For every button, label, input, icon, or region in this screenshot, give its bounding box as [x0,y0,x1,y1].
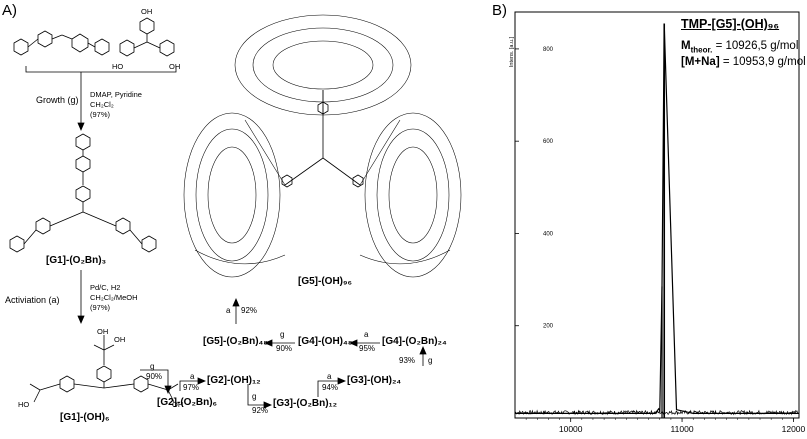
g5-dendrimer-structure [183,14,462,278]
y-tick-label: 200 [543,324,554,330]
cmpd-g3-o2bn12: [G3]-(O₂Bn)₁₂ [273,398,338,409]
oh-label-g1-right: OH [172,400,184,409]
arrow8-letter: a [226,306,231,315]
activation-step-label: Activiation (a) [5,295,60,305]
g1-o2bn3-structure [9,133,157,253]
arrow2-yield: 97% [183,383,200,392]
activation-reagent-2: CH₂Cl₂/MeOH [90,293,138,302]
arrow3-yield: 92% [252,406,269,415]
m-theor-sub: theor. [690,45,713,55]
arrow1-yield: 90% [146,372,163,381]
m-theor-line: Mtheor. = 10926,5 g/mol [681,40,798,54]
arrow5-letter: g [428,356,433,365]
cmpd-g1-o2bn3: [G1]-(O₂Bn)₃ [46,255,107,266]
oh-label-g1-top: OH [97,327,109,336]
oh-label-top: OH [141,7,153,16]
arrow8-yield: 92% [241,306,258,315]
activation-reagent-3: (97%) [90,303,111,312]
cmpd-g1-oh6: [G1]-(OH)₆ [60,412,110,423]
y-tick-label: 400 [543,231,554,237]
g1-oh6-structure [29,335,179,403]
synthesis-scheme [9,14,462,409]
arrow1-letter: g [150,362,155,371]
arrow7-yield: 90% [276,344,293,353]
m-na-label: [M+Na] [681,56,720,68]
growth-step-label: Growth (g) [36,95,79,105]
spectrum-line [515,23,799,414]
cmpd-g2-o2bn6: [G2]-(O₂Bn)₆ [157,397,218,408]
growth-reagent-2: CH₂Cl₂ [90,100,114,109]
x-tick-label: 11000 [671,424,694,434]
m-na-line: [M+Na] = 10953,9 g/mol [681,56,806,68]
cmpd-g4-oh48: [G4]-(OH)₄₈ [298,336,353,347]
growth-reagent-3: (97%) [90,110,111,119]
arrow6-letter: a [364,330,369,339]
spectrum-title: TMP-[G5]-(OH)₉₆ [681,17,780,31]
y-axis-label: Intens. [a.u.] [509,36,515,67]
x-tick-label: 10000 [559,424,583,434]
mass-spectrum-chart: 200 400 600 800 10000 11000 12000 Intens. [a.u.… [509,11,806,434]
m-na-value: = 10953,9 g/mol [722,56,806,68]
arrow2-letter: a [190,372,195,381]
activation-reagent-1: Pd/C, H2 [90,283,121,292]
growth-reagent-1: DMAP, Pyridine [90,90,142,99]
panel-a-label: A) [2,2,17,19]
plot-frame [514,11,800,419]
ho-label-left: HO [112,62,124,71]
arrow6-yield: 95% [359,344,376,353]
trisphenol-core [119,17,175,57]
cmpd-g4-o2bn24: [G4]-(O₂Bn)₂₄ [382,336,447,347]
oh-label-right: OH [169,62,181,71]
arrow5-yield: 93% [399,356,416,365]
oh-label-g1-top-r: OH [114,335,126,344]
m-theor-label: M [681,40,691,52]
y-tick-label: 800 [543,47,554,53]
cmpd-g5-oh96: [G5]-(OH)₉₆ [298,276,353,287]
cmpd-g2-oh12: [G2]-(OH)₁₂ [207,375,261,386]
ho-label-g1-left: HO [18,400,30,409]
cmpd-g3-oh24: [G3]-(OH)₂₄ [347,375,402,386]
cmpd-g5-o2bn48: [G5]-(O₂Bn)₄₈ [203,336,268,347]
benzylidene-anhydride [13,30,110,56]
panel-b-label: B) [492,2,507,19]
arrow4-letter: a [327,372,332,381]
x-tick-label: 12000 [782,424,806,434]
arrow7-letter: g [280,330,285,339]
y-tick-label: 600 [543,139,554,145]
arrow3-letter: g [252,392,257,401]
arrow4-yield: 94% [322,383,339,392]
m-theor-value: = 10926,5 g/mol [715,40,799,52]
